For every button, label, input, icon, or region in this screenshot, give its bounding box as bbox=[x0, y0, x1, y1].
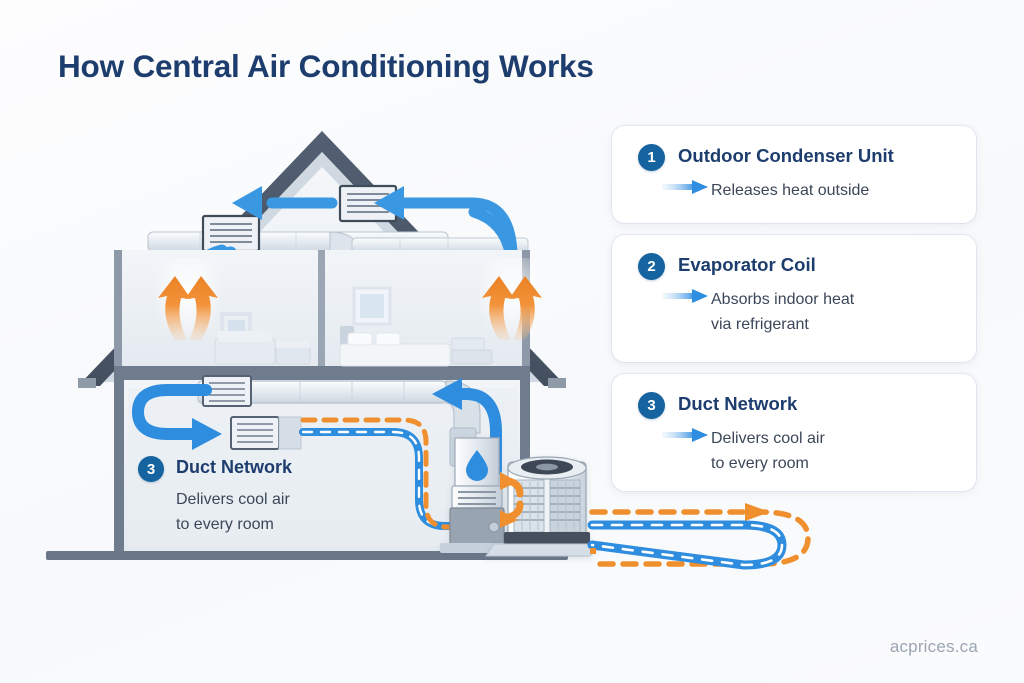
legend-description-2: Absorbs indoor heat via refrigerant bbox=[711, 291, 855, 333]
legend-badge-1: 1 bbox=[638, 144, 665, 171]
refrigerant-line-hot bbox=[300, 417, 473, 530]
upper-floor-room-left bbox=[214, 312, 311, 365]
ground-line bbox=[46, 551, 568, 560]
cool-air-flow-left bbox=[156, 258, 220, 342]
legend-description-1: Releases heat outside bbox=[711, 182, 870, 199]
cool-air-flow-right bbox=[480, 258, 544, 342]
warm-air-arrow bbox=[158, 276, 191, 340]
legend-card-outdoor-condenser-unit[interactable]: 1 Outdoor Condenser Unit Releases heat o… bbox=[612, 126, 976, 223]
basement-vent-grille-lower bbox=[230, 416, 302, 450]
basement-vent-grille-upper bbox=[202, 375, 252, 407]
page-title: How Central Air Conditioning Works bbox=[58, 48, 594, 84]
legend-title-2: Evaporator Coil bbox=[678, 254, 816, 275]
refrigerant-loop-exterior bbox=[587, 503, 811, 570]
inline-callout-title: Duct Network bbox=[176, 457, 293, 477]
right-arrow-icon bbox=[662, 428, 708, 442]
right-arrow-icon bbox=[662, 289, 708, 303]
attic-arrow-head-left bbox=[232, 186, 262, 220]
duct-air-flow-uturn bbox=[132, 384, 212, 440]
inline-callout-description: Delivers cool air to every room bbox=[176, 491, 290, 533]
right-arrow-icon bbox=[662, 180, 708, 194]
legend-description-3: Delivers cool air to every room bbox=[711, 430, 825, 472]
legend-badge-2: 2 bbox=[638, 253, 665, 280]
legend-badge-3: 3 bbox=[638, 392, 665, 419]
legend-card-duct-network[interactable]: 3 Duct Network Delivers cool air to ever… bbox=[612, 374, 976, 491]
legend-title-1: Outdoor Condenser Unit bbox=[678, 145, 894, 166]
inline-callout-badge: 3 bbox=[138, 456, 164, 482]
attic-duct-trunk bbox=[147, 231, 529, 254]
site-watermark: acprices.ca bbox=[889, 637, 978, 656]
attic-vent-grille-left bbox=[201, 214, 261, 253]
legend-card-evaporator-coil[interactable]: 2 Evaporator Coil Absorbs indoor heat vi… bbox=[612, 235, 976, 362]
legend-title-3: Duct Network bbox=[678, 393, 798, 414]
upper-floor-room-right bbox=[339, 286, 493, 367]
